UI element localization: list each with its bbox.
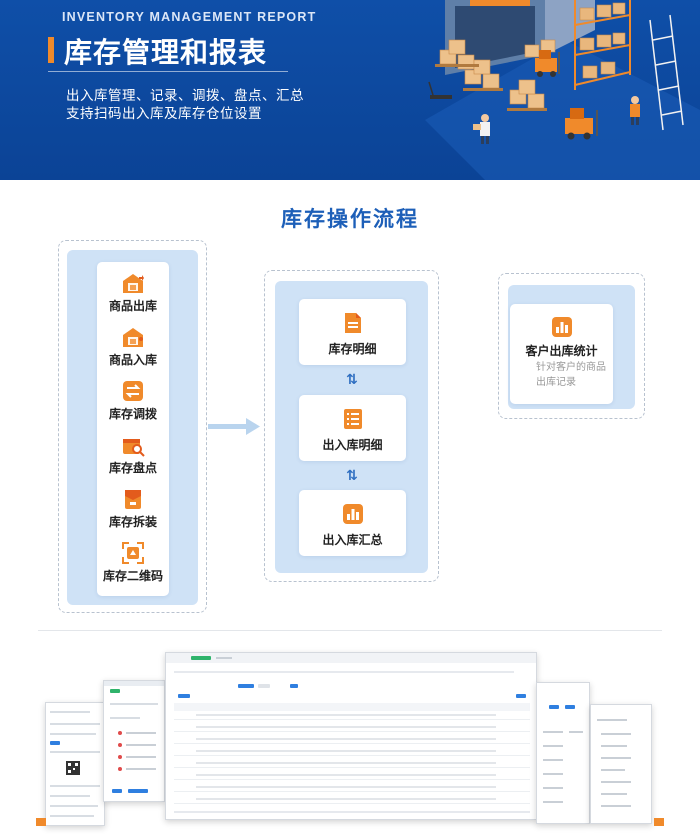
- right-flow-group: [498, 273, 645, 419]
- qrcode-scan-icon: [122, 542, 144, 564]
- flow-item-label: 出入库明细: [322, 438, 383, 452]
- hero-english-title: INVENTORY MANAGEMENT REPORT: [62, 10, 317, 24]
- hero-banner: INVENTORY MANAGEMENT REPORT 库存管理和报表 出入库管…: [0, 0, 700, 180]
- flow-item-inout-summary[interactable]: 出入库汇总: [299, 490, 406, 556]
- warehouse-out-icon: [123, 274, 144, 293]
- flow-item-label: 客户出库统计: [525, 344, 598, 358]
- decor-strip: [36, 818, 46, 826]
- bar-chart-icon: [551, 317, 572, 337]
- flow-item-label: 出入库汇总: [322, 533, 383, 547]
- flow-item-label: 库存明细: [328, 342, 377, 356]
- flow-item-disassembly[interactable]: 库存拆装: [97, 484, 169, 530]
- warehouse-illustration-icon: [425, 0, 700, 180]
- section-title: 库存操作流程: [281, 207, 419, 231]
- swap-arrows-icon: ⇅: [346, 372, 358, 388]
- section-divider: [38, 630, 662, 631]
- hero-underline: [48, 71, 288, 72]
- flow-item-description: 针对客户的商品出库记录: [536, 362, 606, 388]
- hero-title: 库存管理和报表: [64, 36, 268, 69]
- flow-item-goods-in[interactable]: 商品入库: [97, 322, 169, 368]
- screenshot-thumbnail-settings: [536, 682, 590, 824]
- middle-flow-group: [264, 270, 439, 582]
- left-flow-group: [58, 240, 207, 613]
- transfer-icon: [123, 381, 143, 401]
- flow-item-stock-detail[interactable]: 库存明细: [299, 299, 406, 365]
- flow-arrow-icon: [208, 418, 260, 435]
- qrcode-icon: [66, 761, 80, 775]
- screenshot-thumbnail-tree: [590, 704, 652, 824]
- flow-item-label: 库存二维码: [102, 569, 163, 583]
- swap-arrows-icon: ⇅: [346, 468, 358, 484]
- decor-strip: [654, 818, 664, 826]
- left-flow-card: [97, 262, 169, 596]
- flow-item-qrcode[interactable]: 库存二维码: [97, 538, 169, 584]
- bar-chart-icon: [342, 504, 363, 524]
- screenshot-thumbnail-qrcode: [45, 702, 105, 826]
- screenshot-thumbnail-list: [103, 680, 165, 802]
- document-icon: [344, 313, 361, 333]
- flow-item-label: 商品出库: [108, 299, 157, 313]
- flow-item-goods-out[interactable]: 商品出库: [97, 268, 169, 314]
- flow-item-label: 库存调拨: [108, 407, 157, 421]
- title-accent-bar: [48, 37, 54, 63]
- list-icon: [343, 409, 362, 429]
- flow-item-stocktake[interactable]: 库存盘点: [97, 430, 169, 476]
- flow-item-customer-stats[interactable]: 客户出库统计 针对客户的商品出库记录: [510, 304, 613, 404]
- flow-item-label: 库存盘点: [108, 461, 157, 475]
- flow-item-label: 库存拆装: [108, 515, 157, 529]
- hero-subtitle-2: 支持扫码出入库及库存仓位设置: [66, 106, 262, 122]
- flow-item-label: 商品入库: [108, 353, 157, 367]
- screenshot-thumbnail-table: [165, 652, 537, 820]
- flow-item-inout-detail[interactable]: 出入库明细: [299, 395, 406, 461]
- inventory-check-icon: [123, 439, 145, 457]
- flow-item-transfer[interactable]: 库存调拨: [97, 376, 169, 422]
- hero-subtitle-1: 出入库管理、记录、调拨、盘点、汇总: [66, 88, 304, 104]
- warehouse-in-icon: [123, 328, 143, 347]
- box-split-icon: [125, 490, 141, 509]
